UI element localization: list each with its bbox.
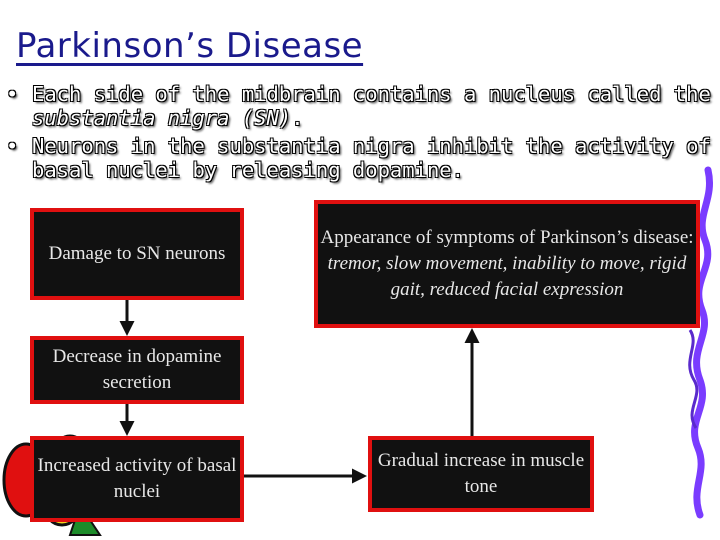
decrease-box: Decrease in dopamine secretion: [30, 336, 244, 404]
slide-title: Parkinson’s Disease: [16, 26, 364, 66]
damage-box: Damage to SN neurons: [30, 208, 244, 300]
decrease-text: Decrease in dopamine secretion: [52, 346, 222, 393]
symptoms-text: Appearance of symptoms of Parkinson’s di…: [318, 225, 696, 303]
bullet-text: Each side of the midbrain contains a nuc…: [32, 82, 711, 106]
muscle-tone-box: Gradual increase in muscle tone: [368, 436, 594, 512]
bullet-list: • Each side of the midbrain contains a nu…: [6, 82, 711, 186]
bullet-text: Neurons in the substantia nigra inhibit …: [32, 134, 711, 182]
symptoms-lead: Appearance of symptoms of Parkinson’s di…: [320, 227, 694, 248]
bullet-item: • Each side of the midbrain contains a nu…: [6, 82, 711, 130]
bullet-item: • Neurons in the substantia nigra inhibit…: [6, 134, 711, 182]
increased-activity-text: Increased activity of basal nuclei: [37, 455, 237, 502]
muscle-tone-text: Gradual increase in muscle tone: [377, 450, 585, 497]
bullet-glyph: •: [6, 134, 19, 158]
bullet-tail: .: [291, 106, 304, 130]
purple-squiggle: [691, 166, 713, 519]
damage-text: Damage to SN neurons: [48, 243, 226, 264]
symptoms-box: Appearance of symptoms of Parkinson’s di…: [314, 200, 700, 328]
bullet-emphasis: substantia nigra (SN): [32, 106, 292, 130]
symptoms-list: tremor, slow movement, inability to move…: [327, 253, 687, 300]
purple-squiggle: [688, 329, 699, 429]
bullet-glyph: •: [6, 82, 19, 106]
increased-activity-box: Increased activity of basal nuclei: [30, 436, 244, 522]
